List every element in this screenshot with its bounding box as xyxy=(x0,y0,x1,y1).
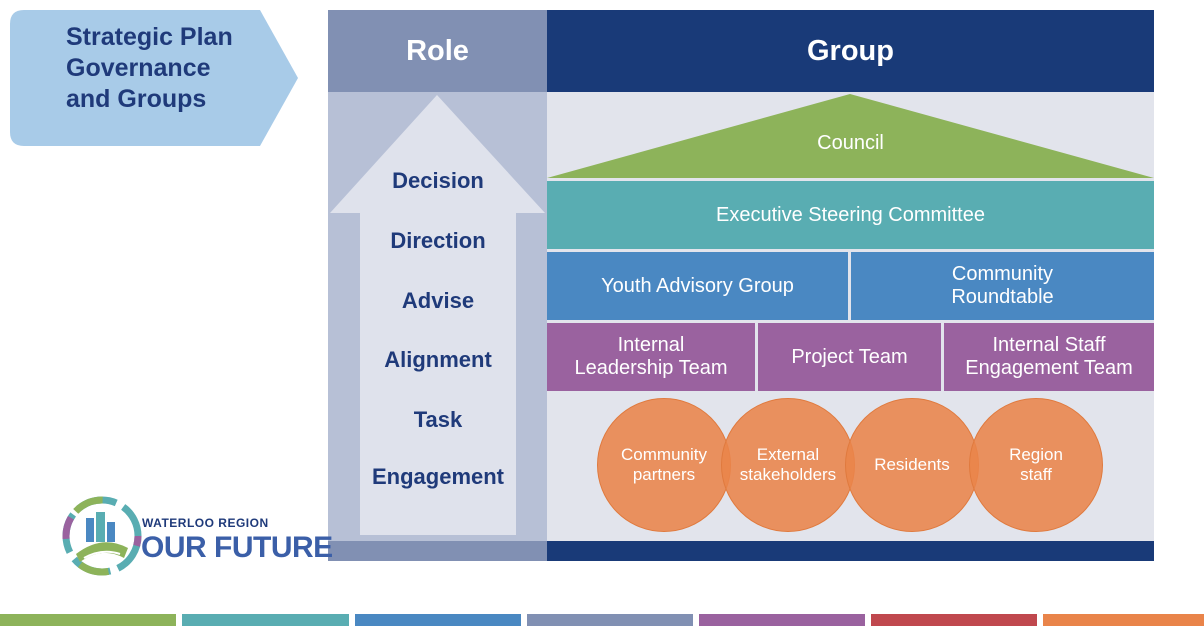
council-label: Council xyxy=(817,131,884,154)
role-decision: Decision xyxy=(392,168,484,193)
waterloo-region-logo-icon xyxy=(62,496,142,576)
logo-wordmark-top: WATERLOO REGION xyxy=(142,516,269,530)
page-title: Strategic Plan Governance and Groups xyxy=(66,22,286,115)
title-arrow-shape xyxy=(10,10,298,146)
up-arrow-icon xyxy=(330,95,545,535)
title-line-1: Strategic Plan xyxy=(66,23,233,51)
circle-community-partners-line-1: Community xyxy=(621,445,707,464)
circle-external-stakeholders-line-1: External xyxy=(756,445,820,464)
circle-community-partners-line-2: partners xyxy=(632,465,696,484)
role-alignment: Alignment xyxy=(384,347,492,372)
internal-staff-line-1: Internal Staff xyxy=(992,334,1106,356)
role-header: Role xyxy=(328,10,547,92)
role-engagement: Engagement xyxy=(371,464,505,489)
circle-external-stakeholders: External stakeholders xyxy=(721,398,855,532)
role-advise: Advise xyxy=(401,288,475,313)
bottom-bar-purple xyxy=(699,614,865,626)
circle-region-staff: Region staff xyxy=(969,398,1103,532)
internal-leadership-line-2: Leadership Team xyxy=(574,357,728,379)
title-line-3: and Groups xyxy=(66,85,207,113)
title-line-2: Governance xyxy=(66,54,211,82)
circle-region-staff-line-1: Region xyxy=(1009,445,1063,464)
circle-community-partners: Community partners xyxy=(597,398,731,532)
circle-residents-line-1: Residents xyxy=(874,455,950,474)
role-direction: Direction xyxy=(390,228,486,253)
internal-staff-engagement-team: Internal Staff Engagement Team xyxy=(944,323,1154,391)
community-roundtable-line-2: Roundtable xyxy=(951,286,1054,308)
role-footer xyxy=(328,541,547,561)
internal-staff-line-2: Engagement Team xyxy=(965,357,1133,379)
community-roundtable-line-1: Community xyxy=(951,263,1054,285)
bottom-bar-green xyxy=(0,614,176,626)
project-team: Project Team xyxy=(758,323,941,391)
bottom-bar-blue xyxy=(355,614,521,626)
youth-advisory-group: Youth Advisory Group xyxy=(547,252,848,320)
bottom-bar-red xyxy=(871,614,1037,626)
council-triangle xyxy=(547,94,1154,178)
bottom-bar-orange xyxy=(1043,614,1204,626)
circle-residents: Residents xyxy=(845,398,979,532)
logo-wordmark-bottom: OUR FUTURE xyxy=(141,531,333,564)
internal-leadership-team: Internal Leadership Team xyxy=(547,323,755,391)
group-footer xyxy=(547,541,1154,561)
circle-region-staff-line-2: staff xyxy=(1020,465,1052,484)
executive-steering-committee: Executive Steering Committee xyxy=(547,181,1154,249)
group-header: Group xyxy=(547,10,1154,92)
circle-external-stakeholders-line-2: stakeholders xyxy=(739,465,837,484)
bottom-bar-gray xyxy=(527,614,693,626)
role-task: Task xyxy=(413,407,463,432)
internal-leadership-line-1: Internal xyxy=(617,334,685,356)
community-roundtable: Community Roundtable xyxy=(851,252,1154,320)
bottom-bar-teal xyxy=(182,614,349,626)
